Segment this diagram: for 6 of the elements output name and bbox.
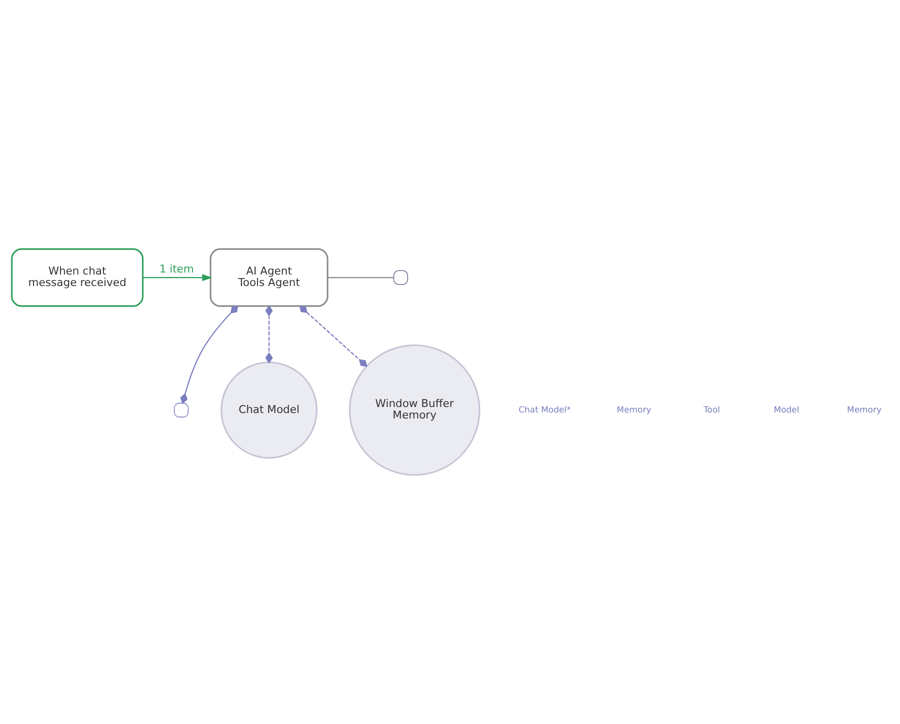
label: Tool <box>704 404 720 414</box>
label: Model <box>774 404 800 414</box>
label: Memory <box>616 404 652 414</box>
label: Chat Model* <box>518 404 571 414</box>
label: Memory <box>847 404 882 414</box>
edge-label: 1 item <box>159 262 194 276</box>
